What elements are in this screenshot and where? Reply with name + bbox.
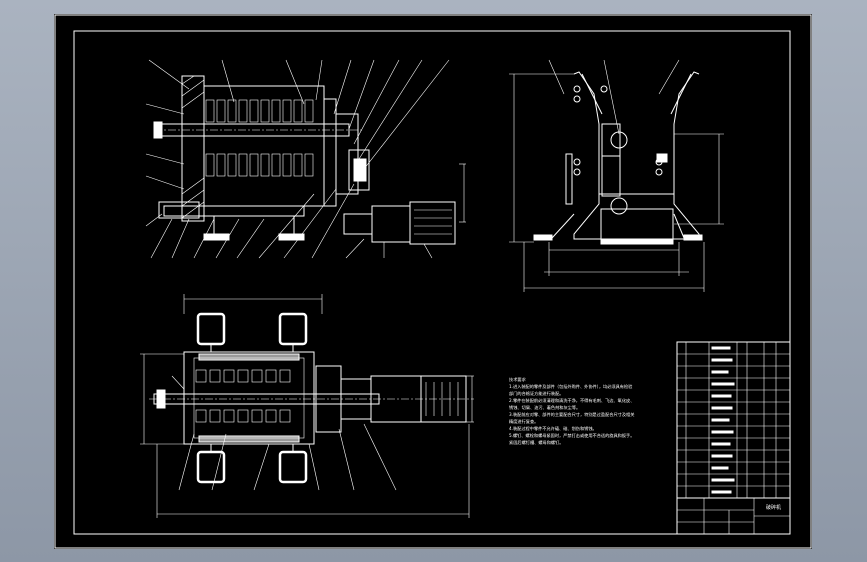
top-housing [183,351,315,445]
title-block [676,341,791,535]
support-foot-2 [278,233,305,241]
tech-note-line: 4.装配过程中零件不允许磕、碰、划伤和锈蚀。 [509,426,597,431]
top-view [140,294,474,518]
outer-frame [54,14,812,549]
side-bolt-holes [573,85,663,176]
left-foot [158,201,200,219]
bom-filled-marks [711,346,735,494]
motor-mount [343,213,373,235]
tech-note-line: 3.装配前应对零、部件的主要配合尺寸，特别是过盈配合尺寸及相关 [509,412,635,417]
top-feet [196,312,308,484]
bom-rows [677,342,790,499]
coupling [348,149,370,191]
tech-note-line: 紧固后螺钉槽、螺母和螺钉。 [509,440,564,445]
top-dimensions [140,294,474,518]
top-motor-fan [420,375,467,423]
tech-note-line: 锈蚀、切屑、油污、着色剂和灰尘等。 [509,405,581,410]
tech-note-line: 精度进行复查。 [509,419,539,424]
side-lower-chamber [600,208,674,240]
cad-drawing [54,14,812,549]
side-housing-outline [573,71,700,240]
support-foot-1 [203,233,230,241]
upper-bearing-circle [610,131,628,149]
top-rotor-segments [195,369,291,423]
technical-requirements: 技术要求 1.进入装配的零件及部件（包括外购件、外协件），均必须具有检验 部门的… [509,376,684,446]
drawing-sheet: 技术要求 1.进入装配的零件及部件（包括外购件、外协件），均必须具有检验 部门的… [54,14,812,549]
front-view [145,59,466,259]
left-end-plate [181,75,205,222]
side-foot-left [533,234,553,241]
hammer-row-bottom [205,153,314,177]
tech-note-line: 1.进入装配的零件及部件（包括外购件、外协件），均必须具有检验 [509,384,633,389]
hammer-row-top [205,99,314,123]
title-block-name: 破碎机 [766,505,782,511]
base-frame [163,205,305,217]
side-view [509,59,724,292]
side-dimensions [509,59,724,292]
right-end-plate [323,98,337,207]
inner-frame [73,30,791,535]
lower-bearing-circle [610,197,628,215]
motor-body [371,205,411,243]
crusher-housing [203,85,325,207]
front-leader-lines [145,59,450,259]
motor-fan-cover [409,201,456,245]
shaft-nut [153,121,163,139]
tech-notes-title: 技术要求 [509,377,526,382]
tech-note-line: 2.零件在装配前必须清理和清洗干净，不得有毛刺、飞边、氧化皮、 [509,398,635,403]
tech-note-line: 5.螺钉、螺栓和螺母紧固时，严禁打击或使用不合适的旋具和扳手。 [509,433,635,438]
side-foot-right [683,234,703,241]
coupling-core [353,158,367,182]
tech-note-line: 部门的合格证方能进行装配。 [509,391,564,396]
hatch-left [181,75,205,219]
bearing-housing [335,113,359,195]
